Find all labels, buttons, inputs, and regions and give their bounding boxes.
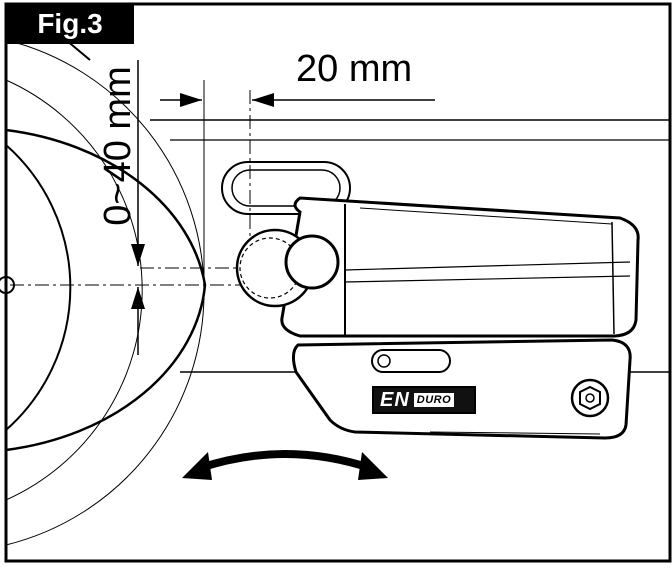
- chassis-rail: [150, 119, 670, 373]
- vertical-dimension: [131, 60, 145, 355]
- mover-drive-unit-icon: [280, 196, 640, 338]
- pivot-bolt-icon: [570, 378, 610, 418]
- dimension-0-40mm-label: 0~40 mm: [97, 66, 139, 226]
- enduro-logo: EN DURO: [372, 386, 476, 414]
- double-arrow-icon: [182, 450, 388, 480]
- figure-label: Fig.3: [6, 4, 134, 44]
- dimension-20mm-label: 20 mm: [296, 48, 413, 90]
- logo-main-text: EN: [380, 388, 410, 411]
- horizontal-dimension: [160, 93, 435, 107]
- adjustment-slot-icon: [221, 161, 351, 215]
- figure-frame: [4, 2, 672, 563]
- mover-roller-icon: [235, 228, 340, 308]
- logo-secondary-text: DURO: [413, 393, 455, 407]
